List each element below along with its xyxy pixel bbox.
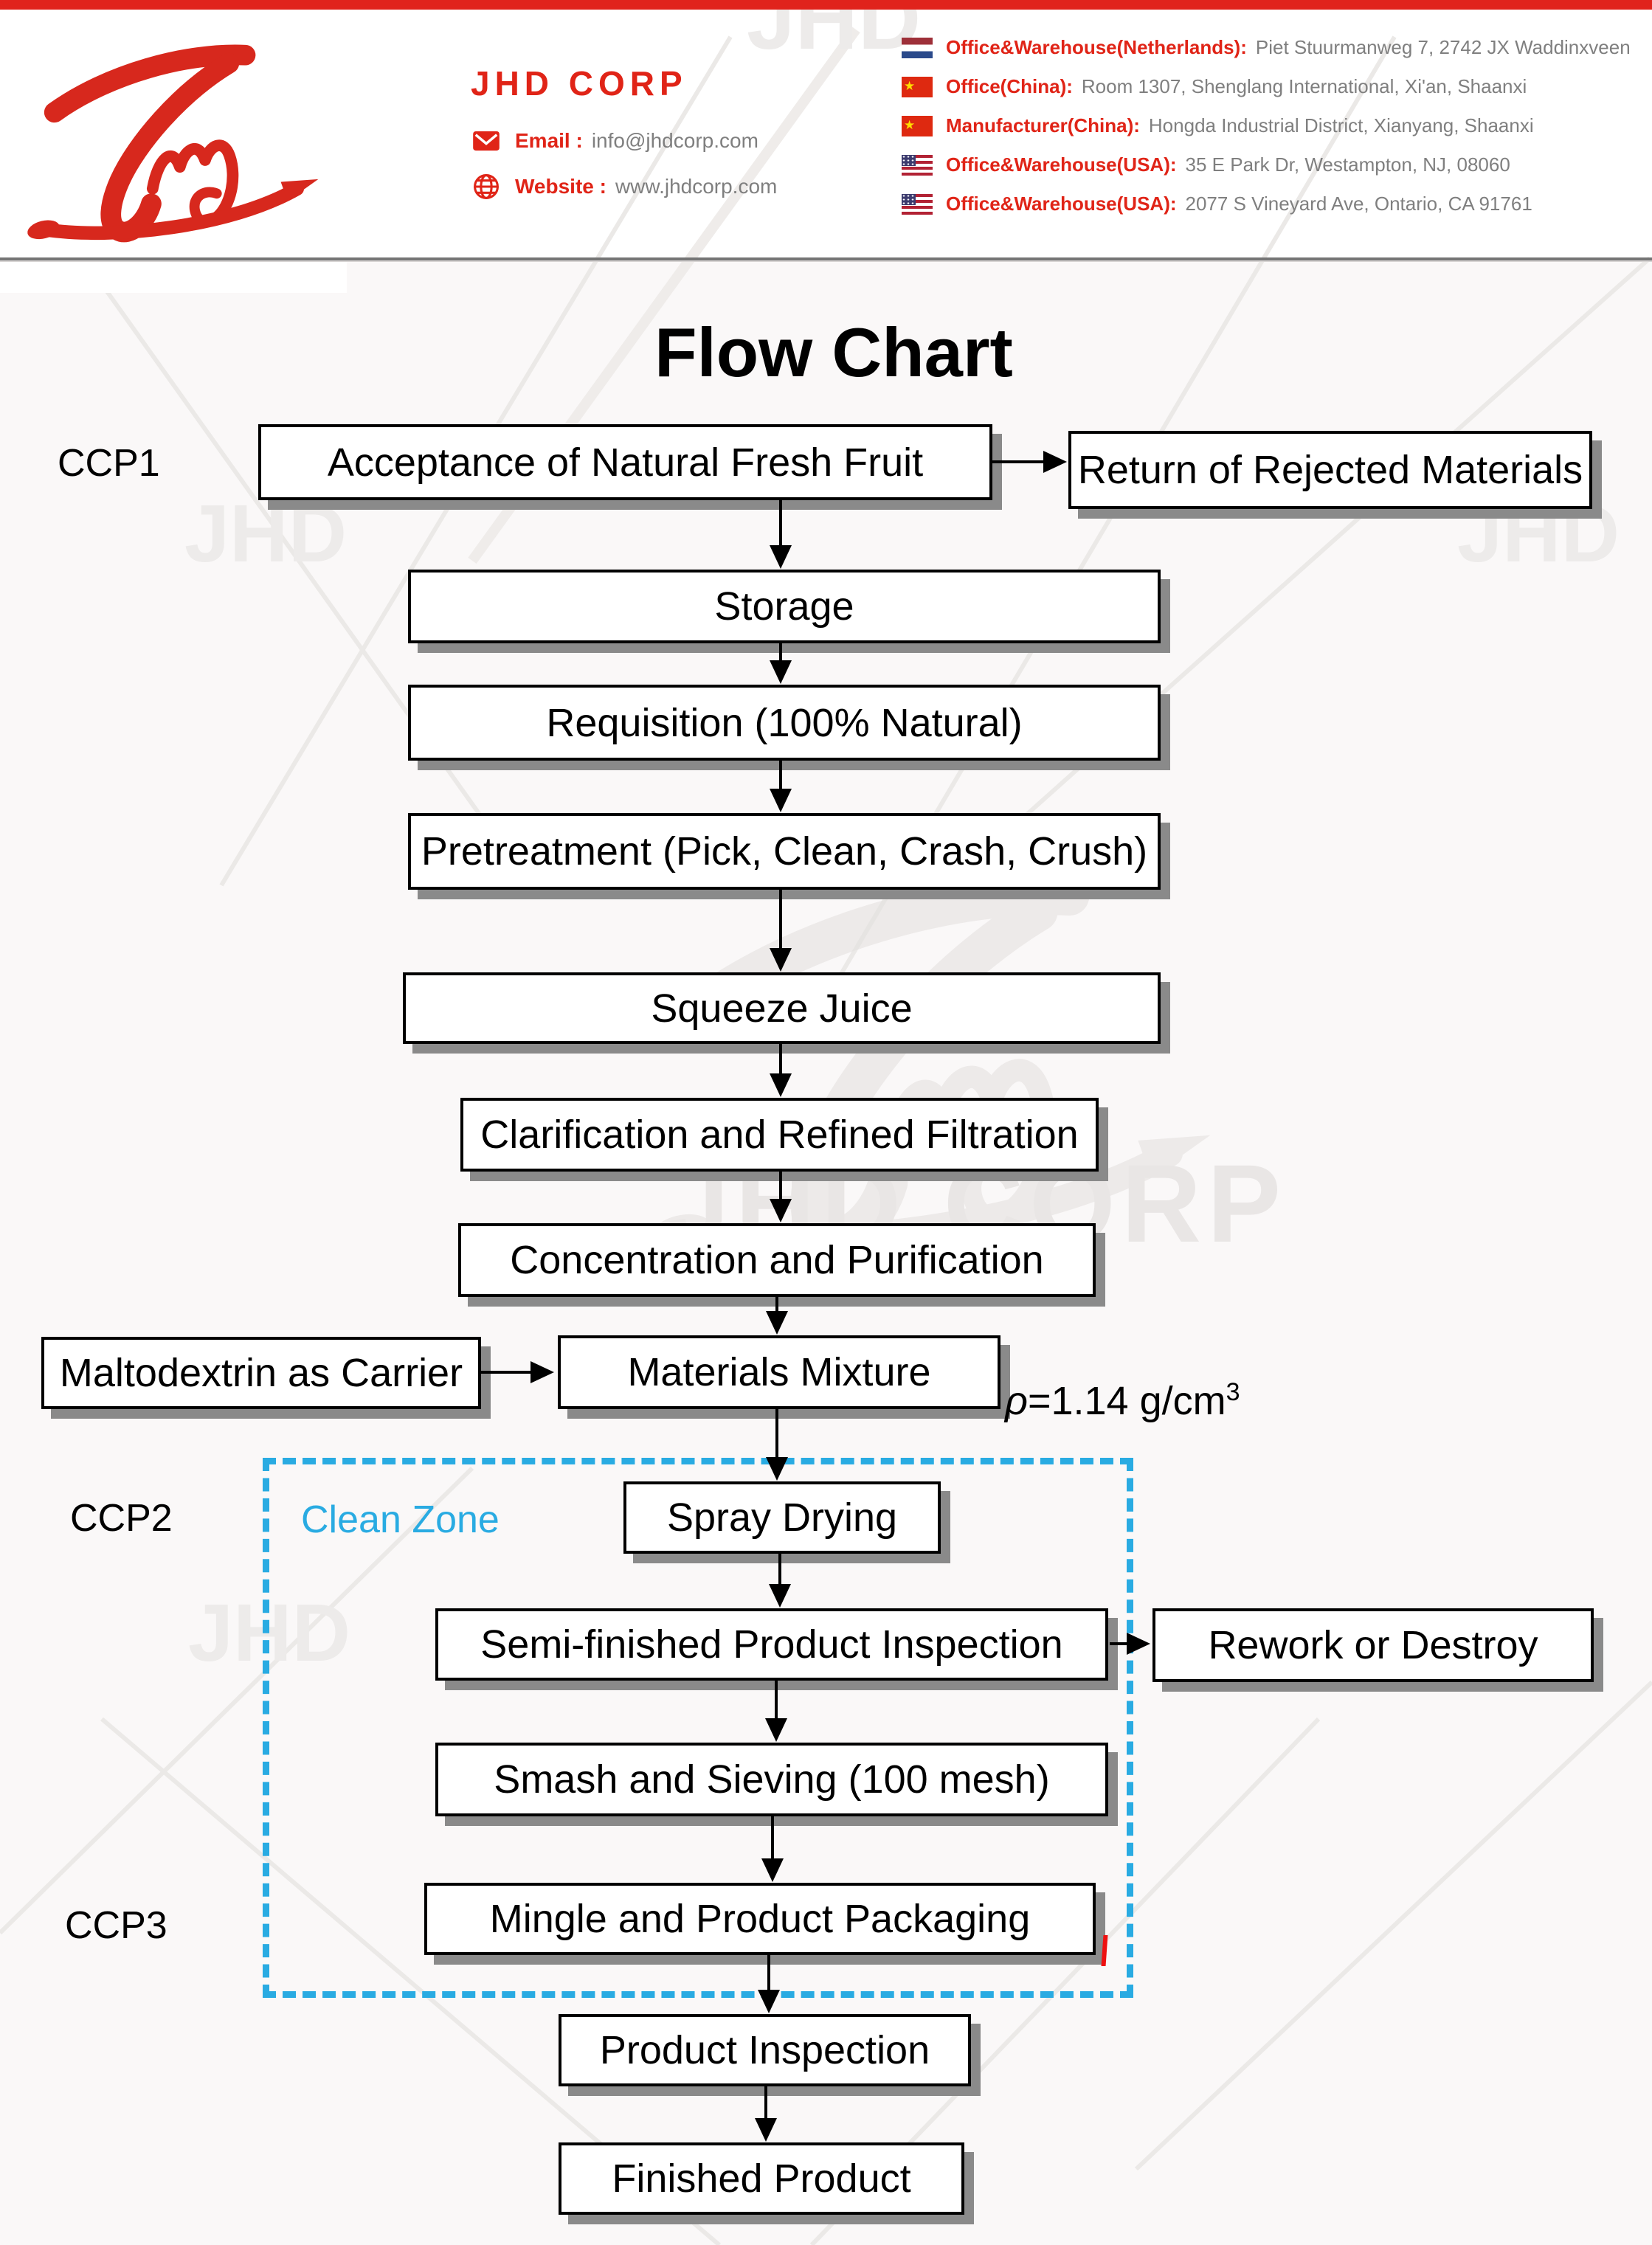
watermark-signature [620, 834, 1225, 1276]
density-sup: 3 [1226, 1378, 1240, 1406]
address-value: Room 1307, Shenglang International, Xi'a… [1081, 75, 1527, 97]
address-row: Office&Warehouse(USA): 35 E Park Dr, West… [902, 154, 1631, 176]
node-label: Requisition (100% Natural) [546, 700, 1023, 745]
node-semi-finished: Semi-finished Product Inspection [435, 1608, 1108, 1681]
node-label: Squeeze Juice [651, 986, 913, 1031]
address-value: Hongda Industrial District, Xianyang, Sh… [1148, 114, 1534, 136]
density-body: =1.14 g/cm [1027, 1379, 1226, 1423]
arrow-inspection-finished [755, 2086, 777, 2142]
node-return: Return of Rejected Materials [1068, 431, 1592, 509]
arrow-concentr-mixture [766, 1297, 788, 1335]
address-list: Office&Warehouse(Netherlands): Piet Stuur… [902, 37, 1631, 232]
email-value: info@jhdcorp.com [591, 129, 758, 152]
arrow-spray-semi [769, 1554, 791, 1608]
node-finished: Finished Product [559, 2142, 964, 2215]
address-label: Manufacturer(China): [946, 114, 1140, 136]
website-label: Website : [515, 175, 606, 198]
top-red-bar [0, 0, 1652, 10]
node-label: Spray Drying [666, 1495, 898, 1540]
address-row: Office&Warehouse(USA): 2077 S Vineyard Av… [902, 193, 1631, 215]
node-label: Product Inspection [599, 2028, 930, 2072]
address-label: Office(China): [946, 75, 1073, 97]
node-label: Smash and Sieving (100 mesh) [494, 1757, 1050, 1802]
address-value: 2077 S Vineyard Ave, Ontario, CA 91761 [1185, 193, 1532, 215]
address-row: Office(China): Room 1307, Shenglang Inter… [902, 75, 1631, 97]
usa-flag-icon [902, 154, 933, 176]
arrow-clarification-concentr [770, 1172, 792, 1222]
node-label: Storage [714, 584, 854, 629]
china-flag-icon [902, 75, 933, 97]
node-label: Clarification and Refined Filtration [480, 1113, 1079, 1157]
node-rework: Rework or Destroy [1152, 1608, 1594, 1682]
arrow-semi-smash [765, 1681, 787, 1742]
node-label: Finished Product [612, 2156, 911, 2201]
node-label: Return of Rejected Materials [1077, 448, 1583, 492]
density-note: ρ=1.14 g/cm3 [1005, 1378, 1240, 1424]
node-label: Rework or Destroy [1208, 1623, 1538, 1667]
node-inspection: Product Inspection [559, 2014, 971, 2086]
node-pretreatment: Pretreatment (Pick, Clean, Crash, Crush) [408, 813, 1161, 890]
arrow-requisition-pretreat [770, 761, 792, 812]
address-row: Manufacturer(China): Hongda Industrial Di… [902, 114, 1631, 136]
arrow-mixture-spray [766, 1409, 788, 1481]
node-acceptance: Acceptance of Natural Fresh Fruit [258, 424, 992, 500]
node-label: Acceptance of Natural Fresh Fruit [327, 440, 924, 485]
node-maltodextrin: Maltodextrin as Carrier [41, 1337, 481, 1409]
watermark-jhd-left: JHD [184, 488, 348, 579]
arrow-smash-mingle [761, 1816, 784, 1882]
address-value: Piet Stuurmanweg 7, 2742 JX Waddinxveen [1255, 36, 1631, 58]
node-smash: Smash and Sieving (100 mesh) [435, 1743, 1108, 1816]
clean-zone-label: Clean Zone [301, 1498, 500, 1541]
ccp3-label: CCP3 [65, 1904, 167, 1947]
address-row: Office&Warehouse(Netherlands): Piet Stuur… [902, 37, 1631, 58]
node-label: Materials Mixture [627, 1350, 931, 1394]
jhd-logo [10, 25, 328, 250]
node-mingle: Mingle and Product Packaging [424, 1883, 1096, 1955]
ccp2-label: CCP2 [70, 1497, 173, 1540]
address-label: Office&Warehouse(USA): [946, 193, 1177, 215]
arrow-maltodextrin-mixture [481, 1361, 554, 1383]
arrow-pretreat-squeeze [770, 890, 792, 972]
node-label: Maltodextrin as Carrier [59, 1351, 463, 1395]
node-label: Concentration and Purification [510, 1238, 1044, 1282]
address-value: 35 E Park Dr, Westampton, NJ, 08060 [1185, 153, 1510, 176]
node-squeeze: Squeeze Juice [403, 972, 1161, 1044]
arrow-acceptance-storage [770, 500, 792, 569]
node-spray-drying: Spray Drying [623, 1481, 941, 1554]
header-divider-shadow [0, 260, 1652, 262]
address-label: Office&Warehouse(USA): [946, 153, 1177, 176]
node-concentration: Concentration and Purification [458, 1223, 1096, 1297]
node-label: Pretreatment (Pick, Clean, Crash, Crush) [421, 829, 1148, 874]
arrow-mingle-inspection [758, 1955, 780, 2013]
node-clarification: Clarification and Refined Filtration [460, 1098, 1099, 1172]
website-value: www.jhdcorp.com [615, 175, 778, 198]
website-globe-icon [474, 174, 499, 199]
arrow-storage-requisition [770, 643, 792, 684]
netherlands-flag-icon [902, 37, 933, 58]
node-requisition: Requisition (100% Natural) [408, 685, 1161, 761]
email-envelope-icon [473, 131, 500, 151]
address-label: Office&Warehouse(Netherlands): [946, 36, 1247, 58]
arrow-semi-rework [1110, 1633, 1150, 1655]
email-label: Email : [515, 129, 583, 152]
ccp1-label: CCP1 [58, 442, 160, 485]
company-name: JHD CORP [471, 64, 688, 103]
node-mixture: Materials Mixture [558, 1335, 1000, 1409]
density-rho: ρ [1005, 1379, 1028, 1423]
usa-flag-icon [902, 193, 933, 215]
node-label: Mingle and Product Packaging [489, 1897, 1031, 1941]
node-storage: Storage [408, 570, 1161, 643]
arrow-squeeze-clarification [770, 1044, 792, 1097]
page-title: Flow Chart [654, 314, 1013, 391]
china-flag-icon [902, 114, 933, 136]
email-row: Email : info@jhdcorp.com [472, 127, 758, 155]
node-label: Semi-finished Product Inspection [480, 1622, 1063, 1667]
website-row: Website : www.jhdcorp.com [472, 173, 777, 201]
arrow-acceptance-return [992, 451, 1067, 473]
